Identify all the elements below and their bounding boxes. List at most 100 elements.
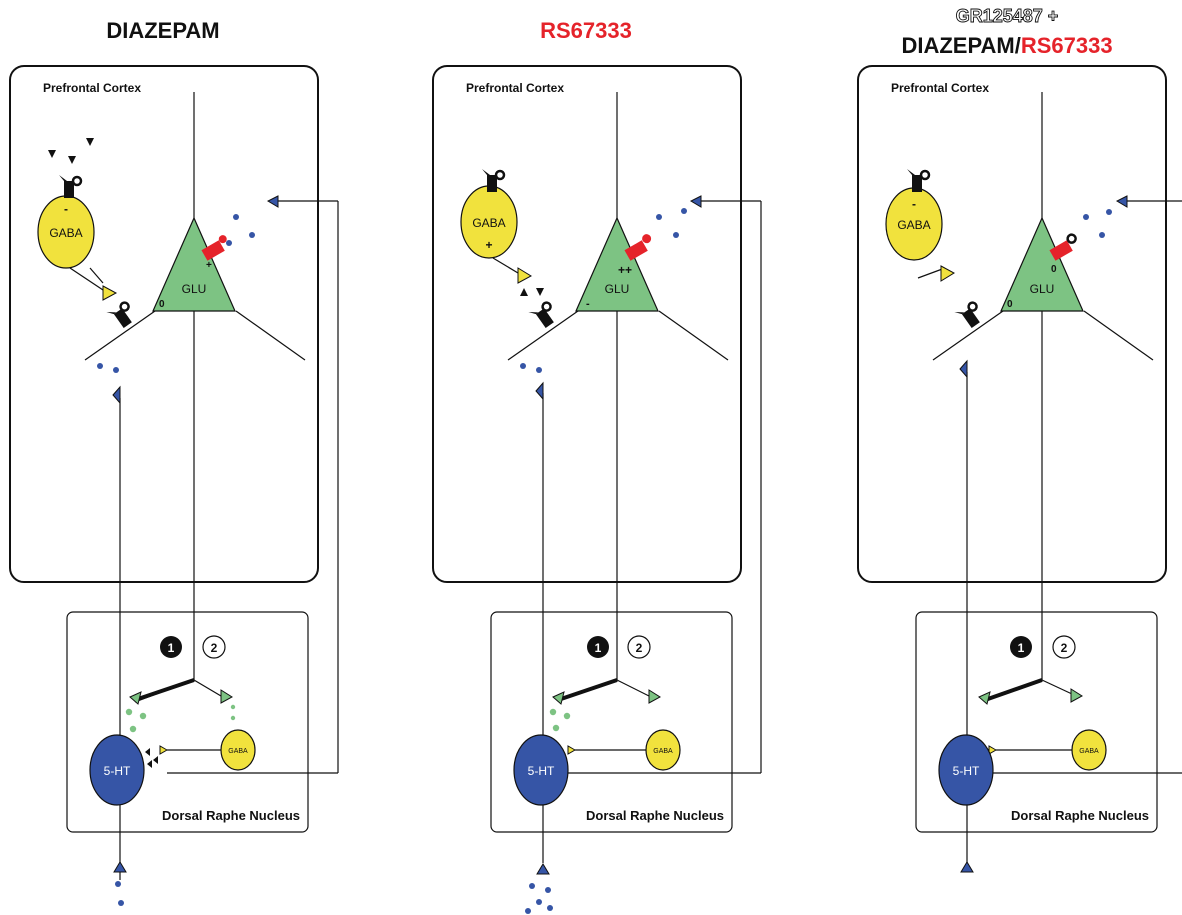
- gaba-terminal-icon: [102, 285, 118, 301]
- panel-rs67333: RS67333 Prefrontal Cortex Dorsal Raphe N…: [432, 18, 762, 914]
- badge-2: [627, 635, 651, 659]
- glu-terminal-2-icon: [220, 689, 233, 704]
- glu-neuron: [152, 216, 236, 312]
- serotonin-release: [1083, 209, 1112, 238]
- gaba-terminal-icon: [517, 267, 533, 284]
- raphe-diazepam-ligands: [145, 748, 158, 768]
- raphe-gaba-label: GABA: [228, 748, 248, 755]
- serotonin-label: 5-HT: [528, 764, 555, 778]
- serotonin-neuron: [89, 734, 145, 806]
- serotonin-terminal-cortex-icon: [112, 385, 121, 405]
- panel-title-line2: DIAZEPAM/RS67333: [901, 33, 1112, 58]
- gaba-axon: [492, 257, 519, 274]
- raphe-box: [66, 611, 309, 833]
- 5ht4-receptor-icon: [201, 235, 227, 261]
- badge-2-label: 2: [636, 641, 643, 655]
- prefrontal-cortex-label: Prefrontal Cortex: [891, 81, 989, 95]
- glu-label: GLU: [1030, 282, 1055, 296]
- 5ht4-receptor-blocked-icon: [1049, 233, 1077, 261]
- glu-terminal-1-icon: [978, 691, 991, 705]
- serotonin-label: 5-HT: [953, 764, 980, 778]
- serotonin-neuron: [938, 734, 994, 806]
- glu-sign-receptor: +: [206, 260, 212, 271]
- gaba-label: GABA: [49, 226, 82, 240]
- gaba-sign: +: [485, 238, 492, 252]
- panel-title-line1: GR125487 +: [956, 6, 1059, 26]
- raphe-box: [490, 611, 733, 833]
- glu-terminal-1-icon: [552, 691, 565, 705]
- raphe-gaba-label: GABA: [653, 748, 673, 755]
- serotonin-label: 5-HT: [104, 764, 131, 778]
- badge-1-label: 1: [595, 641, 602, 655]
- raphe-label: Dorsal Raphe Nucleus: [162, 808, 300, 823]
- serotonin-neuron: [513, 734, 569, 806]
- glu-sign-left: -: [586, 298, 590, 310]
- raphe-gaba-label: GABA: [1079, 748, 1099, 755]
- gaba-a-receptor-glu-icon: [527, 298, 561, 333]
- badge-1: [587, 636, 609, 658]
- gaba-sign: -: [912, 197, 916, 211]
- prefrontal-cortex-box: [857, 65, 1167, 583]
- glu-terminal-1-icon: [129, 691, 142, 705]
- raphe-gaba-terminal-icon: [567, 745, 577, 755]
- panel-diazepam: DIAZEPAM Prefrontal Cortex Dorsal Raphe …: [9, 18, 339, 906]
- badge-1-label: 1: [168, 641, 175, 655]
- panel-title: RS67333: [540, 18, 632, 43]
- badge-2-label: 2: [1061, 641, 1068, 655]
- badge-1: [1010, 636, 1032, 658]
- gaba-terminal-icon: [940, 265, 956, 282]
- badge-1: [160, 636, 182, 658]
- serotonin-terminal-icon: [689, 195, 702, 208]
- serotonin-terminal-down-icon: [960, 861, 974, 873]
- panel-gr125487: GR125487 + DIAZEPAM/RS67333 Prefrontal C…: [857, 6, 1182, 873]
- raphe-gaba-neuron: [220, 729, 256, 771]
- glutamate-release: [125, 704, 236, 733]
- serotonin-terminal-cortex-icon: [535, 381, 544, 401]
- gaba-label: GABA: [472, 216, 505, 230]
- panel-title: DIAZEPAM: [106, 18, 219, 43]
- glu-neuron: [575, 216, 659, 312]
- serotonin-terminal-cortex-icon: [959, 359, 968, 379]
- active-pathway-1: [134, 678, 195, 702]
- diazepam-ligands: [48, 138, 94, 164]
- glu-sign-receptor: ++: [618, 263, 632, 277]
- gaba-label: GABA: [897, 218, 930, 232]
- serotonin-release: [97, 214, 255, 906]
- prefrontal-cortex-label: Prefrontal Cortex: [43, 81, 141, 95]
- glu-label: GLU: [605, 282, 630, 296]
- raphe-gaba-terminal-icon: [159, 745, 169, 755]
- glutamate-release: [549, 708, 571, 732]
- raphe-label: Dorsal Raphe Nucleus: [1011, 808, 1149, 823]
- gaba-axon: [69, 267, 104, 291]
- prefrontal-cortex-box: [432, 65, 742, 583]
- active-pathway-1: [557, 678, 618, 702]
- serotonin-terminal-down-icon: [536, 863, 550, 875]
- raphe-box: [915, 611, 1158, 833]
- glu-terminal-2-icon: [648, 689, 661, 704]
- prefrontal-cortex-label: Prefrontal Cortex: [466, 81, 564, 95]
- serotonin-terminal-icon: [266, 195, 279, 208]
- serotonin-terminal-down-icon: [113, 861, 127, 873]
- badge-2: [1052, 635, 1076, 659]
- raphe-gaba-terminal-icon: [988, 745, 998, 755]
- badge-2-label: 2: [211, 641, 218, 655]
- raphe-label: Dorsal Raphe Nucleus: [586, 808, 724, 823]
- prefrontal-cortex-box: [9, 65, 319, 583]
- glu-sign-left: 0: [159, 299, 165, 310]
- serotonin-release: [520, 208, 687, 914]
- gaba-a-receptor-icon: [57, 173, 83, 200]
- glu-sign-receptor: 0: [1051, 264, 1057, 275]
- raphe-gaba-neuron: [645, 729, 681, 771]
- badge-1-label: 1: [1018, 641, 1025, 655]
- glu-neuron: [1000, 216, 1084, 312]
- 5ht4-receptor-icon: [624, 234, 652, 261]
- glu-sign-left: 0: [1007, 299, 1013, 310]
- neural-lines: [507, 92, 762, 863]
- serotonin-terminal-icon: [1115, 195, 1128, 208]
- gaba-sign: -: [64, 202, 68, 216]
- active-pathway-1: [984, 678, 1043, 702]
- gaba-release: [520, 288, 544, 296]
- glu-terminal-2-icon: [1070, 688, 1083, 703]
- badge-2: [202, 635, 226, 659]
